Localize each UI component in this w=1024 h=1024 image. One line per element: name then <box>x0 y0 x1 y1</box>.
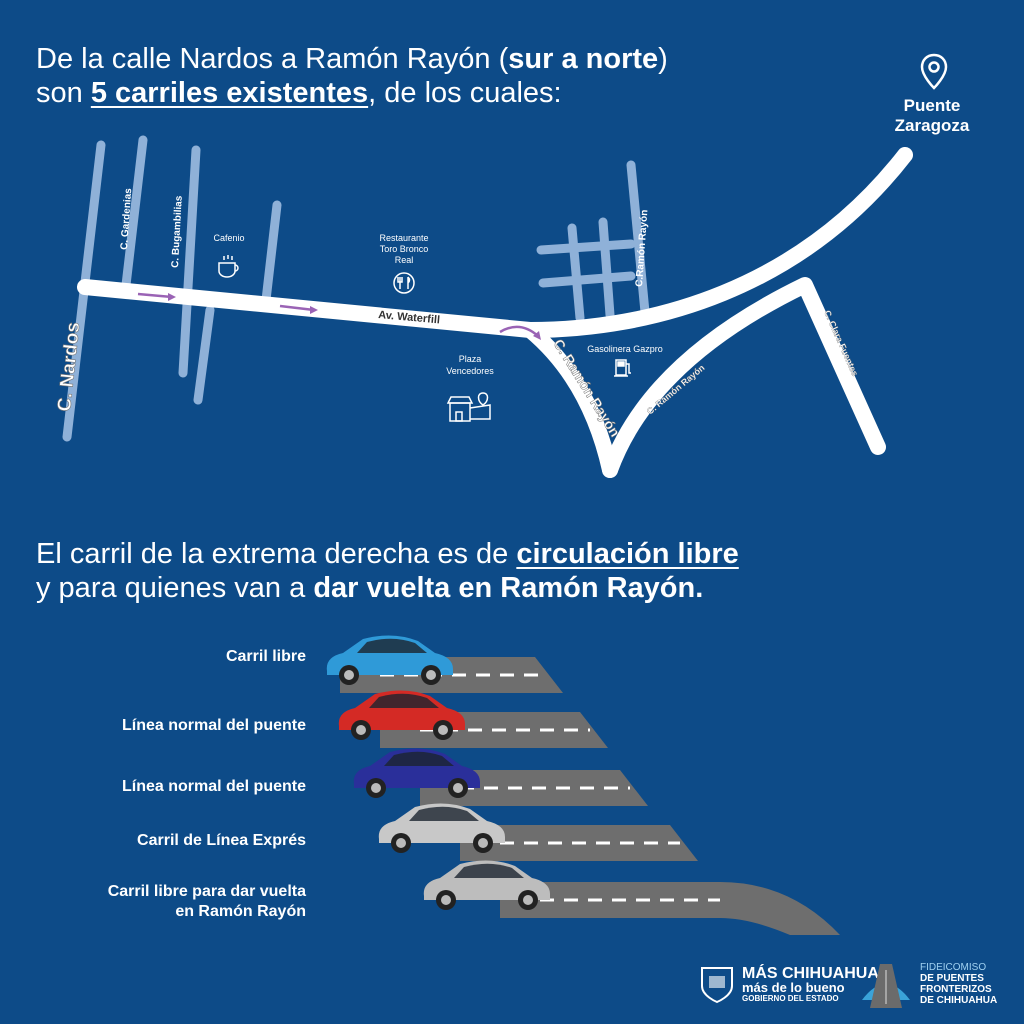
logo-text: más de lo bueno <box>742 980 845 995</box>
logo-text: DE CHIHUAHUA <box>920 995 998 1006</box>
places: Cafenio Restaurante Toro Bronco Real Pla… <box>213 233 662 376</box>
place-plaza-line: Plaza <box>459 354 482 364</box>
lane <box>338 690 608 748</box>
street <box>538 271 636 288</box>
street <box>536 239 636 255</box>
place-gasolinera: Gasolinera Gazpro <box>587 344 663 354</box>
destination-label: Puente Zaragoza <box>880 96 984 136</box>
label-ramon-rayon-north: C.Ramón Rayón <box>634 209 650 287</box>
car-icon <box>326 635 453 685</box>
lane-label: Carril libre para dar vuelta en Ramón Ra… <box>46 882 306 922</box>
car-icon <box>353 748 480 798</box>
lane-label: Línea normal del puente <box>121 778 306 795</box>
car-icon <box>423 860 550 910</box>
label-waterfill: Av. Waterfill <box>378 309 441 326</box>
label-bugambilias: C. Bugambilias <box>170 195 185 268</box>
heading-text: y para quienes van a <box>36 572 314 604</box>
heading-bold: dar vuelta en Ramón Rayón <box>313 572 696 604</box>
street <box>567 223 585 323</box>
lane-road <box>500 882 840 935</box>
lane-label: Carril libre <box>225 648 306 665</box>
heading-bold: 5 carriles existentes <box>90 77 369 109</box>
place-plaza-line: Vencedores <box>446 366 494 376</box>
heading-text: El carril de la extrema derecha es de <box>36 538 517 570</box>
label-gardenias: C. Gardenias <box>119 187 134 250</box>
logo-text: DE PUENTES <box>920 973 984 984</box>
lane-label-line: Carril libre para dar vuelta <box>107 883 306 900</box>
logo-text: MÁS CHIHUAHUA <box>742 965 879 982</box>
logo-text: GOBIERNO DEL ESTADO <box>742 994 839 1003</box>
street <box>261 200 282 305</box>
road-clara-fuentes <box>602 277 886 478</box>
car-icon <box>338 690 465 740</box>
place-cafenio: Cafenio <box>213 233 244 243</box>
logo-fideicomiso: FIDEICOMISO DE PUENTES FRONTERIZOS DE CH… <box>920 962 997 1006</box>
street-ramon-rayon <box>626 160 650 317</box>
heading-bold: circulación libre <box>516 538 739 570</box>
fork-knife-icon <box>393 272 415 294</box>
car-icon <box>378 803 505 853</box>
place-restaurante-line: Restaurante <box>379 233 428 243</box>
street-gardenias <box>121 135 148 290</box>
lane <box>353 748 648 806</box>
logo-text: FRONTERIZOS <box>920 984 992 995</box>
coffee-cup-icon <box>218 255 239 278</box>
direction-arrows <box>137 292 541 340</box>
lane-label: Carril de Línea Exprés <box>137 832 306 849</box>
lane <box>326 635 563 693</box>
lane-label: Línea normal del puente <box>121 717 306 734</box>
coat-of-arms-icon <box>701 967 733 1004</box>
road-waterfill <box>77 147 913 338</box>
lane <box>378 803 698 861</box>
logo-text: FIDEICOMISO <box>920 962 987 973</box>
street-bugambilias <box>178 145 201 378</box>
heading-text: De la calle Nardos a Ramón Rayón ( <box>36 43 509 75</box>
gas-pump-icon <box>614 359 631 377</box>
heading-text: ) <box>658 43 668 75</box>
lane-label-line: en Ramón Rayón <box>175 903 306 920</box>
road-ramon-rayon <box>522 322 618 478</box>
destination-line: Zaragoza <box>894 116 970 135</box>
route-map: C. Nardos C. Gardenias C. Bugambilias Av… <box>54 135 913 478</box>
place-restaurante-line: Toro Bronco <box>380 244 429 254</box>
street <box>598 217 615 320</box>
bridge-logo-icon <box>862 964 910 1008</box>
heading-text: son <box>36 77 91 109</box>
street <box>193 305 215 405</box>
main-roads <box>77 147 913 478</box>
logo-gobierno-chihuahua: MÁS CHIHUAHUA más de lo bueno GOBIERNO D… <box>701 965 879 1004</box>
lane <box>423 860 840 935</box>
store-pin-icon <box>446 392 491 422</box>
heading-bold: sur a norte <box>508 43 659 75</box>
place-restaurante-line: Real <box>395 255 414 265</box>
heading-lanes: El carril de la extrema derecha es de ci… <box>36 537 739 605</box>
heading-bold: . <box>695 572 704 604</box>
heading-text: , de los cuales: <box>368 77 562 109</box>
heading-top: De la calle Nardos a Ramón Rayón (sur a … <box>36 42 668 110</box>
destination-line: Puente <box>903 96 961 115</box>
location-pin-icon <box>920 53 948 90</box>
